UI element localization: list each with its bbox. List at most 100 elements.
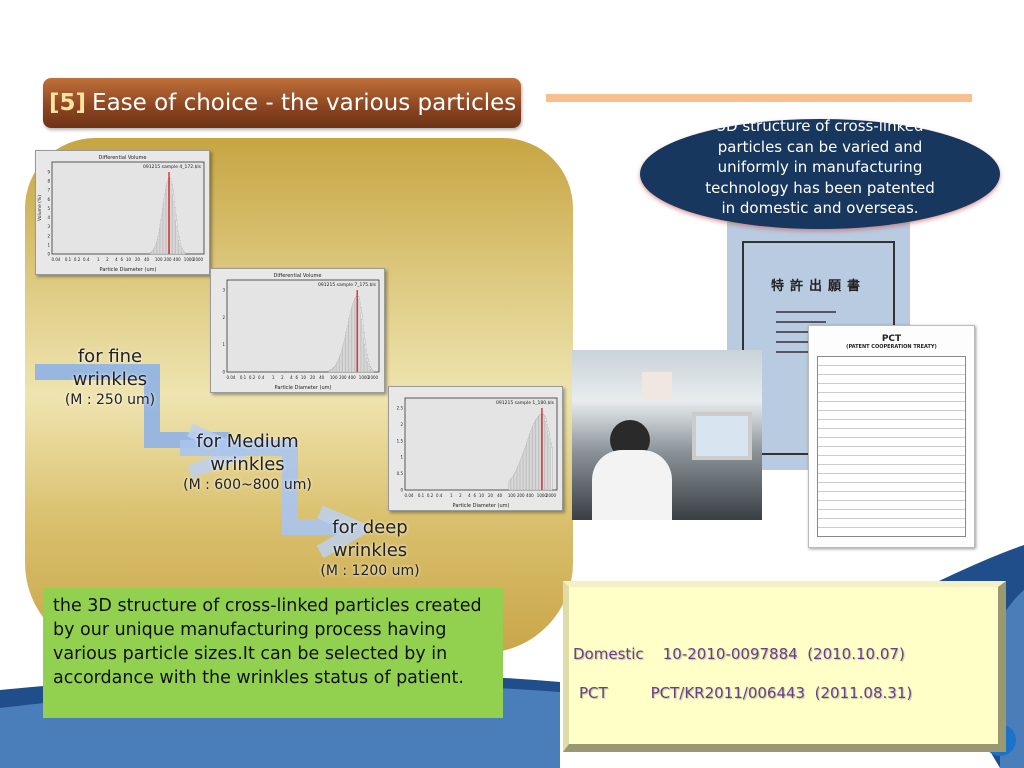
label-line: wrinkles <box>332 540 408 561</box>
x-tick-label: 40 <box>144 257 150 262</box>
patent-info-box: Domestic 10-2010-0097884 (2010.10.07) PC… <box>563 581 1006 752</box>
histogram-bar <box>550 447 553 491</box>
x-tick-label: 10 <box>479 493 485 498</box>
pct-doc-title: PCT <box>881 334 902 344</box>
y-tick-label: 1 <box>222 342 225 347</box>
chart-svg: Differential Volume 091215 sample 7_175.$… <box>222 273 380 391</box>
x-tick-label: 2 <box>281 375 284 380</box>
patent-row-domestic: Domestic 10-2010-0097884 (2010.10.07) <box>573 645 905 663</box>
x-tick-label: 200 <box>164 257 172 262</box>
y-tick-label: 5 <box>47 206 50 211</box>
y-tick-label: 6 <box>47 197 50 202</box>
histogram-bar <box>183 252 186 255</box>
x-tick-label: 100 <box>155 257 163 262</box>
patent-number: 10-2010-0097884 <box>662 645 798 663</box>
x-tick-label: 400 <box>173 257 181 262</box>
x-tick-label: 0.1 <box>418 493 425 498</box>
y-tick-label: 4 <box>47 215 50 220</box>
x-tick-label: 40 <box>497 493 503 498</box>
x-tick-label: 0.1 <box>65 257 72 262</box>
description-box: the 3D structure of cross-linked particl… <box>43 588 503 718</box>
y-tick-label: 8 <box>47 179 50 184</box>
x-tick-label: 100 <box>330 375 338 380</box>
pct-patent-document: PCT(PATENT COOPERATION TREATY) <box>808 325 975 548</box>
x-tick-label: 2000 <box>546 493 557 498</box>
label-size: (M : 250 um) <box>64 392 156 408</box>
chart-legend: 091215 sample 7_175.$ls <box>318 282 377 288</box>
x-tick-label: 400 <box>526 493 534 498</box>
y-tick-label: 1 <box>400 455 403 460</box>
x-tick-label: 6 <box>120 257 123 262</box>
y-tick-label: 3 <box>222 288 225 293</box>
x-tick-label: 10 <box>301 375 307 380</box>
label-size: (M : 600~800 um) <box>183 477 312 493</box>
x-tick-label: 4 <box>468 493 471 498</box>
label-deep-wrinkles: for deep wrinkles (M : 1200 um) <box>310 516 430 580</box>
x-tick-label: 0.4 <box>436 493 443 498</box>
pct-doc-subtitle: (PATENT COOPERATION TREATY) <box>846 344 937 350</box>
title-text: Ease of choice - the various particles <box>92 90 517 116</box>
x-tick-label: 0.04 <box>227 375 236 380</box>
x-tick-label: 0.2 <box>249 375 256 380</box>
y-tick-label: 0 <box>400 488 403 493</box>
x-tick-label: 2000 <box>368 375 379 380</box>
label-line: for fine <box>77 346 143 367</box>
x-tick-label: 0.1 <box>240 375 247 380</box>
label-size: (M : 1200 um) <box>320 563 420 579</box>
chart-legend: 091215 sample 1_180.$ls <box>496 400 555 406</box>
y-tick-label: 2 <box>222 315 225 320</box>
chart-legend: 091215 sample 4_172.$ls <box>143 164 202 170</box>
y-tick-label: 2.5 <box>397 406 404 411</box>
x-tick-label: 0.2 <box>427 493 434 498</box>
callout-text: 3D structure of cross-linked particles c… <box>705 117 935 217</box>
patent-date: (2011.08.31) <box>814 684 913 702</box>
x-tick-label: 1000 <box>537 493 548 498</box>
x-tick-label: 1 <box>450 493 453 498</box>
x-axis-label: Particle Diameter (um) <box>275 385 332 391</box>
label-line: wrinkles <box>72 369 148 390</box>
lab-photo <box>572 350 762 520</box>
patent-type: PCT <box>579 684 608 702</box>
x-tick-label: 0.04 <box>52 257 61 262</box>
x-tick-label: 400 <box>348 375 356 380</box>
title-number: [5] <box>49 90 87 116</box>
x-tick-label: 6 <box>473 493 476 498</box>
x-tick-label: 20 <box>488 493 494 498</box>
x-tick-label: 2000 <box>193 257 204 262</box>
y-tick-label: 7 <box>47 188 50 193</box>
y-tick-label: 0.5 <box>397 471 404 476</box>
patent-type: Domestic <box>573 645 644 663</box>
label-line: for Medium <box>196 431 299 452</box>
x-tick-label: 200 <box>517 493 525 498</box>
x-tick-label: 10 <box>126 257 132 262</box>
y-tick-label: 2 <box>47 233 50 238</box>
label-medium-wrinkles: for Medium wrinkles (M : 600~800 um) <box>170 430 325 494</box>
x-tick-label: 200 <box>339 375 347 380</box>
y-tick-label: 0 <box>47 252 50 257</box>
patent-doc-title: 特許出願書 <box>770 279 866 294</box>
x-tick-label: 1000 <box>184 257 195 262</box>
x-tick-label: 0.4 <box>258 375 265 380</box>
callout-ellipse <box>640 119 1000 229</box>
patent-row-pct: PCT PCT/KR2011/006443 (2011.08.31) <box>579 684 912 702</box>
x-tick-label: 4 <box>290 375 293 380</box>
label-line: for deep <box>332 517 408 538</box>
x-tick-label: 1000 <box>359 375 370 380</box>
chart-title: Differential Volume <box>274 273 322 279</box>
x-axis-label: Particle Diameter (um) <box>453 503 510 509</box>
x-tick-label: 0.2 <box>74 257 81 262</box>
y-tick-label: 1.5 <box>397 438 404 443</box>
orange-rule <box>546 94 972 102</box>
y-axis-label: Volume (%) <box>37 195 43 221</box>
x-tick-label: 0.04 <box>405 493 414 498</box>
label-line: wrinkles <box>210 454 285 475</box>
x-tick-label: 40 <box>319 375 325 380</box>
x-tick-label: 1 <box>272 375 275 380</box>
patent-number: PCT/KR2011/006443 <box>650 684 806 702</box>
y-tick-label: 2 <box>400 422 403 427</box>
y-tick-label: 9 <box>47 170 50 175</box>
